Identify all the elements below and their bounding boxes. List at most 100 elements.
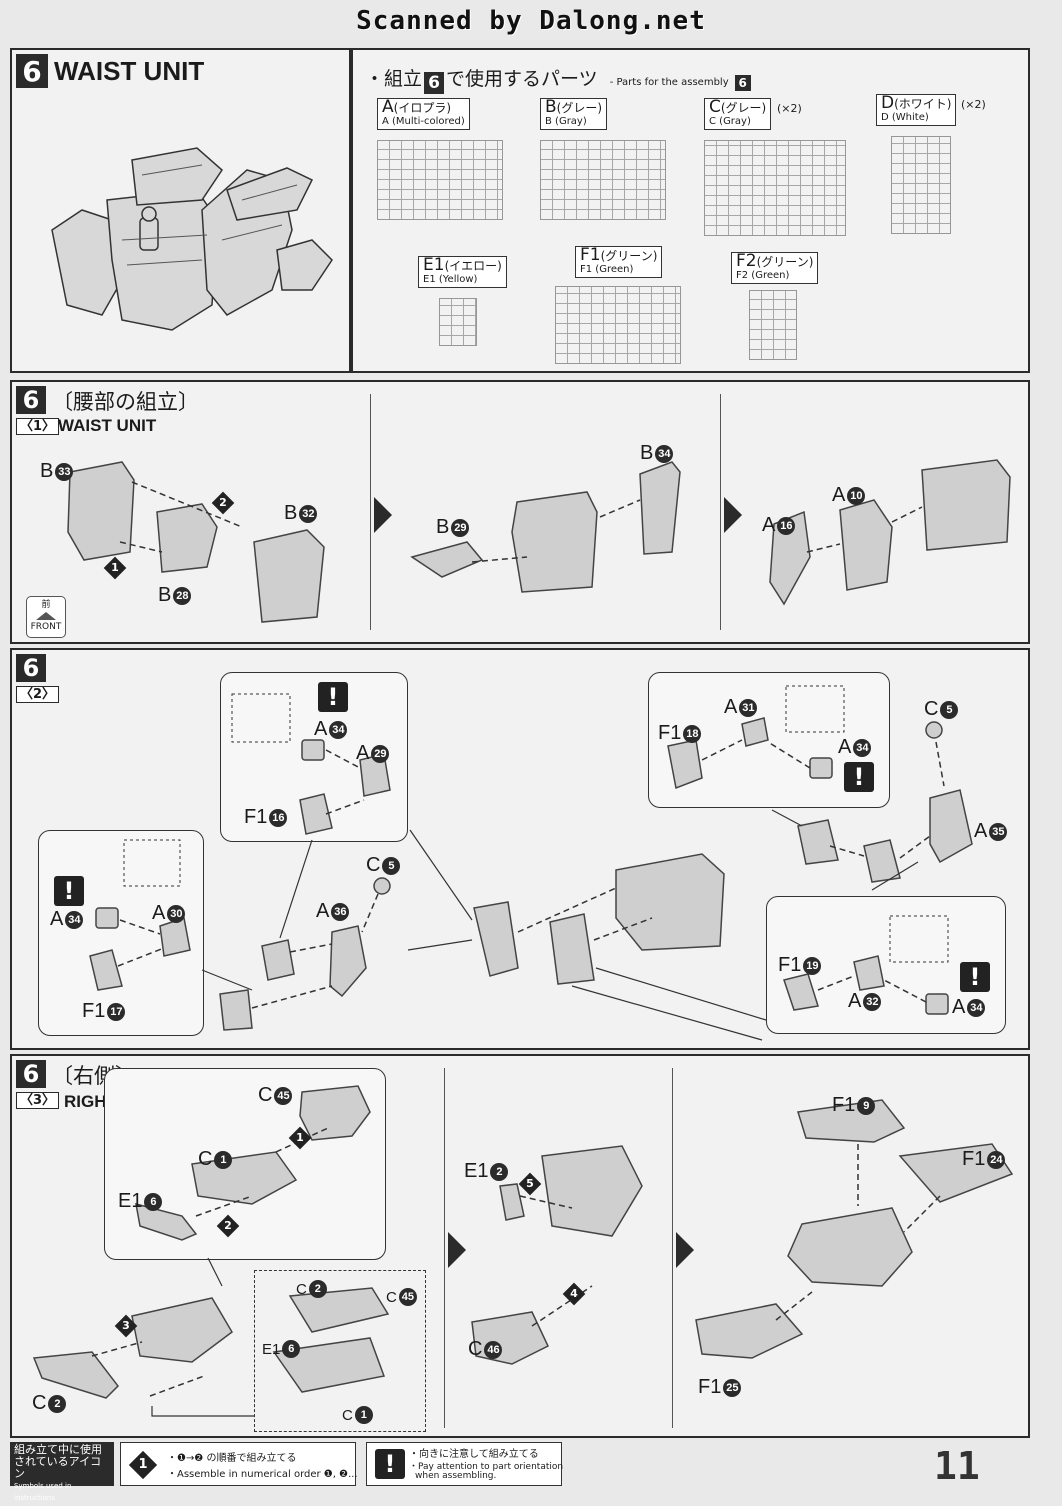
sprue-color-jp: (グリーン) xyxy=(600,249,658,263)
order-4-icon: 4 xyxy=(562,1282,586,1306)
orientation-warning-icon: ! xyxy=(844,762,874,792)
legend-order-jp: ・❶→❷ の順番で組み立てる xyxy=(167,1453,297,1464)
sprue-e1-diagram xyxy=(439,298,477,346)
next-arrow-icon xyxy=(448,1232,466,1268)
sprue-color-en: F2 (Green) xyxy=(736,270,790,281)
front-jp: 前 xyxy=(41,600,51,610)
order-icon: 1 xyxy=(128,1450,158,1480)
legend-title: 組み立て中に使用 されているアイコン Symbols used in instr… xyxy=(10,1442,114,1502)
step-2-panel: 6 〈2〉 ! ! ! ! xyxy=(10,648,1030,1050)
sprue-code: B xyxy=(545,97,557,117)
sprue-color-en: F1 (Green) xyxy=(580,264,634,275)
step-number-box: 6 xyxy=(16,1060,46,1088)
legend-warn-jp: ・向きに注意して組み立てる xyxy=(409,1449,539,1460)
substep-tag: 〈3〉 xyxy=(16,1092,60,1109)
parts-title-num: 6 xyxy=(424,72,445,94)
substep-tag: 〈1〉 xyxy=(16,418,60,435)
sprue-label-c: C(グレー) C (Gray) xyxy=(704,97,772,130)
legend-warn-en-1: ・Pay attention to part orientation xyxy=(409,1462,564,1472)
page-title: WAIST UNIT xyxy=(54,56,205,86)
parts-title-en: - Parts for the assembly xyxy=(609,77,729,88)
sprue-color-en: C (Gray) xyxy=(709,116,751,127)
divider xyxy=(444,1068,445,1428)
sprue-a-diagram xyxy=(377,140,503,220)
parts-title-en-num: 6 xyxy=(734,75,751,91)
sprue-color-en: D (White) xyxy=(881,112,929,123)
next-arrow-icon xyxy=(724,497,742,533)
sprue-label-d: D(ホワイト) D (White) xyxy=(876,94,957,126)
step-title-jp: 〔腰部の組立〕 xyxy=(52,390,199,414)
header-panel: 6 WAIST UNIT xyxy=(10,48,351,373)
sprue-color-jp: (イロプラ) xyxy=(393,101,452,115)
sprue-color-jp: (グレー) xyxy=(556,101,603,115)
sprue-label-e1: E1(イエロー) E1 (Yellow) xyxy=(418,256,507,288)
parts-title-jp-suffix: で使用するパーツ xyxy=(446,68,598,90)
substep-tag: 〈2〉 xyxy=(16,686,60,703)
sprue-code: F1 xyxy=(580,245,601,265)
divider xyxy=(672,1068,673,1428)
order-2-icon: 2 xyxy=(216,1214,240,1238)
step-title-en: WAIST UNIT xyxy=(58,416,157,435)
sprue-color-jp: (ホワイト) xyxy=(894,97,952,111)
sprue-multiplier: (×2) xyxy=(961,98,986,111)
sprue-code: A xyxy=(382,97,394,117)
next-arrow-icon xyxy=(374,497,392,533)
legend-title-jp-2: されているアイコン xyxy=(14,1455,102,1480)
sprue-code: C xyxy=(709,97,721,117)
front-indicator-icon: 前 FRONT xyxy=(26,596,66,638)
sprue-color-en: B (Gray) xyxy=(545,116,587,127)
orientation-warning-icon: ! xyxy=(960,962,990,992)
step-number-box: 6 xyxy=(16,386,46,414)
sprue-label-f2: F2(グリーン) F2 (Green) xyxy=(731,252,819,284)
orientation-warning-icon: ! xyxy=(54,876,84,906)
sprue-color-en: E1 (Yellow) xyxy=(423,274,478,285)
sprue-label-b: B(グレー) B (Gray) xyxy=(540,97,608,130)
sprue-color-jp: (イエロー) xyxy=(444,259,502,273)
legend-warn-en-2: when assembling. xyxy=(415,1471,497,1481)
sprue-multiplier: (×2) xyxy=(777,102,802,115)
step-number-box: 6 xyxy=(16,54,48,88)
page-number: 11 xyxy=(934,1444,980,1488)
legend-title-jp-1: 組み立て中に使用 xyxy=(14,1443,102,1456)
step-2-drawings xyxy=(89,685,973,1041)
step-3-drawings xyxy=(32,1085,1014,1417)
waist-unit-illustration xyxy=(51,147,333,331)
sprue-f2-diagram xyxy=(749,290,797,360)
sprue-color-en: A (Multi-colored) xyxy=(382,116,465,127)
step-3-panel: 6 〈3〉 〔右側〕 RIGHT SIDE xyxy=(10,1054,1030,1438)
order-1-icon: 1 xyxy=(288,1126,312,1150)
next-arrow-icon xyxy=(676,1232,694,1268)
order-3-icon: 3 xyxy=(114,1314,138,1338)
orientation-warning-icon: ! xyxy=(375,1449,405,1479)
scan-watermark: Scanned by Dalong.net xyxy=(356,6,706,36)
order-5-icon: 5 xyxy=(518,1172,542,1196)
reference-detail-box xyxy=(254,1270,426,1432)
